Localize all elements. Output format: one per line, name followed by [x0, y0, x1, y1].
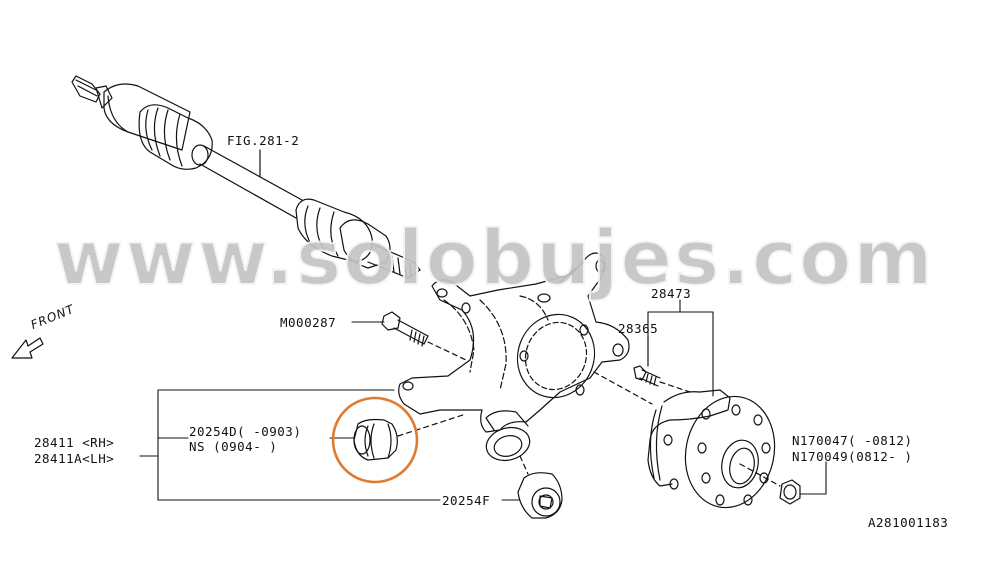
- front-arrow-icon: [11, 337, 44, 359]
- bushing-20254f-icon: [517, 472, 563, 519]
- hub-bolt-icon: [633, 365, 661, 387]
- bolt-icon: [381, 311, 429, 347]
- axle-nut-icon: [779, 479, 801, 505]
- label-fig-ref: FIG.281-2: [227, 133, 300, 148]
- label-bolt: M000287: [280, 315, 337, 330]
- label-nut-line1: N170047( -0812): [792, 433, 913, 448]
- drive-shaft-icon: [71, 75, 421, 279]
- label-figure-id: A281001183: [868, 515, 949, 530]
- label-hub-assembly: 28473: [651, 286, 692, 301]
- label-bushing-d-line1: 20254D( -0903): [189, 424, 302, 439]
- label-housing-rh: 28411 <RH>: [34, 435, 115, 450]
- label-hub-bolt: 28365: [618, 321, 659, 336]
- highlight-circle: [331, 396, 419, 484]
- leader-lines: [139, 299, 827, 501]
- label-bushing-d-line2: NS (0904- ): [189, 439, 278, 454]
- label-housing-lh: 28411A<LH>: [34, 451, 115, 466]
- bushing-20254d-icon: [353, 418, 398, 461]
- hub-unit-icon: [647, 389, 776, 509]
- label-nut-line2: N170049(0812- ): [792, 449, 913, 464]
- label-bushing-f: 20254F: [442, 493, 491, 508]
- axle-housing-icon: [398, 252, 630, 462]
